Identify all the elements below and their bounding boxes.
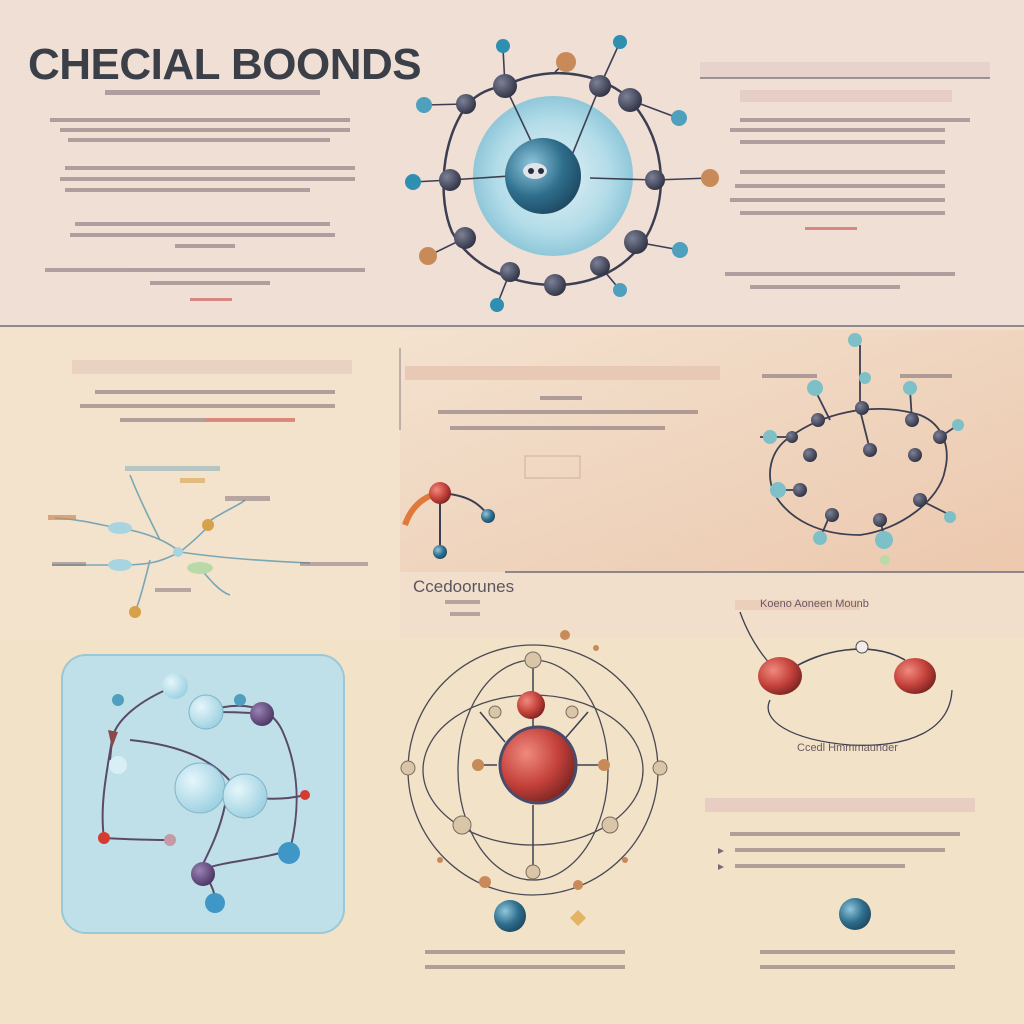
cyan-molecule	[98, 673, 310, 913]
right-top-paragraphs	[725, 118, 970, 289]
kinetic-label: Koeno Aoneen Mounb	[760, 598, 869, 610]
middle-caption: Ccedoorunes	[413, 577, 515, 596]
dipole-molecule	[735, 600, 953, 746]
right-caption: Ccedl Hmmmaunder	[797, 742, 898, 754]
small-molecule	[402, 482, 495, 616]
bohr-model	[400, 630, 668, 896]
middle-left-header-bar	[72, 360, 352, 374]
right-header-bar	[700, 62, 990, 78]
bullet-arrows	[718, 848, 724, 870]
page-title: CHECIAL BOONDS	[28, 40, 422, 89]
bottom-right-header-bar	[705, 798, 975, 812]
ring-molecule	[760, 333, 964, 565]
top-molecule	[405, 35, 719, 312]
peach-header-bar	[405, 366, 720, 380]
left-top-paragraphs	[45, 90, 365, 301]
middle-paragraphs	[80, 374, 952, 479]
right-subheader-bar	[740, 90, 952, 102]
blue-ball-left	[494, 900, 526, 932]
bottom-right-paragraphs	[425, 832, 960, 969]
blue-ball-right	[839, 898, 871, 930]
branch-nodes	[48, 466, 368, 618]
